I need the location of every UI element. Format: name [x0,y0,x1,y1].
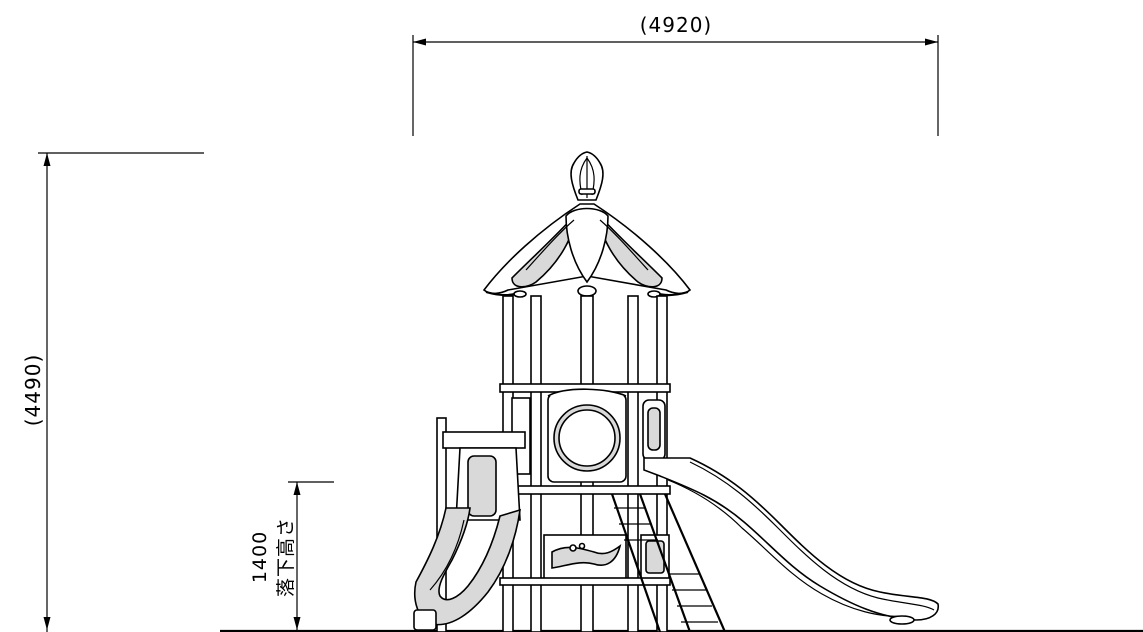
fall-height-dimension: 1400 落下高さ [249,481,334,632]
fall-height-value: 1400 [249,531,271,583]
right-slide [643,457,940,625]
height-dimension-label: (4490) [21,354,45,427]
ladder [610,493,727,632]
playground-structure [413,151,940,632]
height-dimension: (4490) [21,152,204,632]
fall-height-label: 落下高さ [275,517,297,597]
width-dimension: (4920) [412,13,939,136]
lower-panel [499,534,671,586]
roof [482,203,692,298]
roof-finial [570,151,604,201]
left-slide [413,431,526,631]
upper-deck [499,383,671,495]
width-dimension-label: (4920) [640,13,713,37]
